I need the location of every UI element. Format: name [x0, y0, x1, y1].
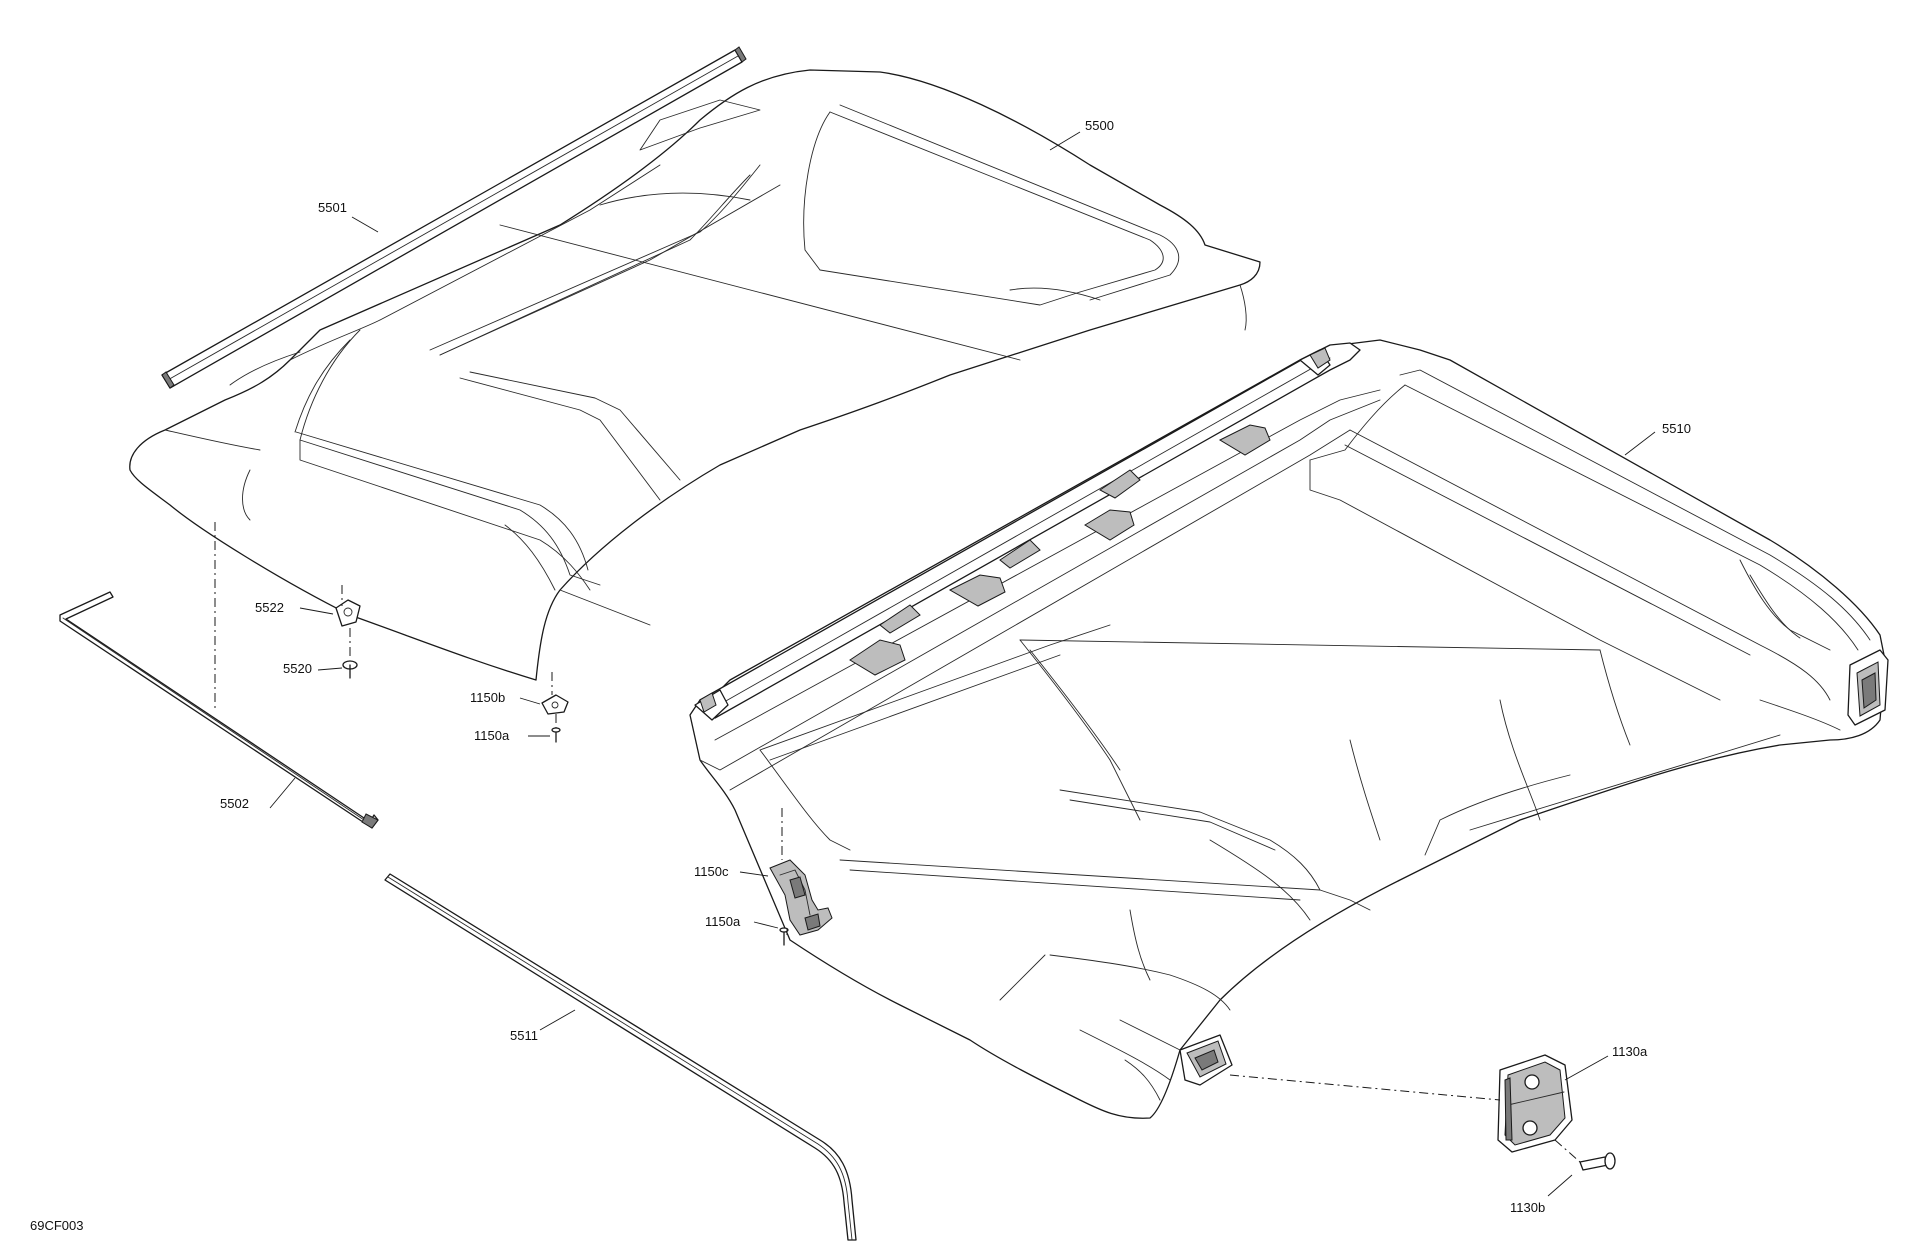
- screw-1130b: [1579, 1152, 1616, 1171]
- front-roof-panel: [129, 69, 1261, 681]
- part-labels: 5500 5501 5510 5502 5511 5522 5520 1150b…: [30, 118, 1691, 1233]
- label-5501: 5501: [318, 200, 347, 215]
- label-5522: 5522: [255, 600, 284, 615]
- figure-code: 69CF003: [30, 1218, 83, 1233]
- rear-panel-front-lip: [694, 342, 1361, 721]
- label-5510: 5510: [1662, 421, 1691, 436]
- clip-5522: [335, 599, 361, 627]
- label-5511: 5511: [510, 1028, 538, 1043]
- label-1150a-right: 1150a: [705, 914, 741, 929]
- top-seal-strip: [161, 46, 747, 389]
- rear-left-housing: [1179, 1034, 1233, 1086]
- leader-lines: [269, 131, 1656, 1197]
- rear-right-housing: [1847, 649, 1889, 726]
- bracket-1150c: [769, 859, 833, 936]
- screw-1150a-right: [779, 927, 789, 946]
- left-drip-rail: [59, 591, 379, 829]
- label-1150b: 1150b: [470, 690, 505, 705]
- label-5502: 5502: [220, 796, 249, 811]
- screw-5520: [342, 660, 358, 679]
- label-1150c: 1150c: [694, 864, 729, 879]
- clip-1150b: [541, 694, 569, 715]
- light-cover-1130a: [1497, 1054, 1573, 1153]
- curved-side-rail: [384, 873, 857, 1241]
- label-1130a: 1130a: [1612, 1044, 1648, 1059]
- screw-1150a-left: [551, 727, 561, 743]
- label-1130b: 1130b: [1510, 1200, 1545, 1215]
- label-5520: 5520: [283, 661, 312, 676]
- label-5500: 5500: [1085, 118, 1114, 133]
- label-1150a-left: 1150a: [474, 728, 510, 743]
- rear-roof-panel: [689, 339, 1886, 1119]
- assembly-lines: [214, 522, 1581, 1163]
